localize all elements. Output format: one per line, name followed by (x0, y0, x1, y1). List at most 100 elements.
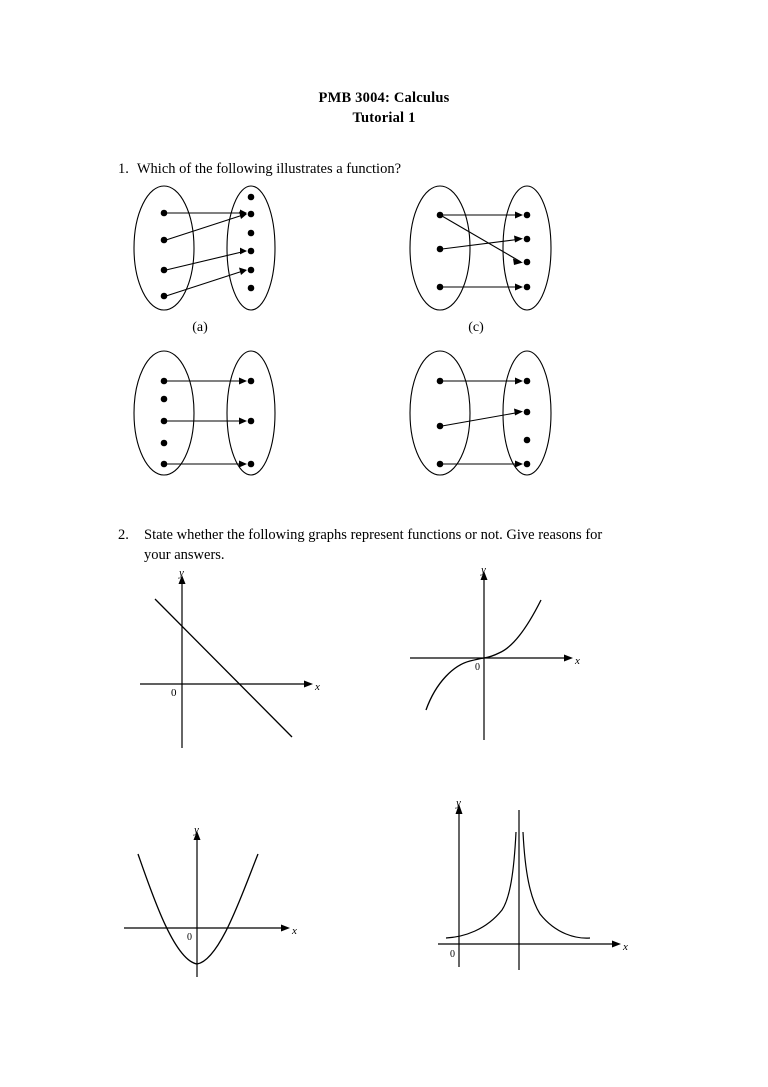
x-axis-arrowhead (564, 654, 573, 662)
arrow-3-head (239, 460, 247, 468)
y-axis-label: y (480, 564, 486, 576)
right-set-oval (502, 185, 552, 311)
arrow-4 (165, 269, 247, 297)
x-axis-label: x (574, 655, 580, 667)
title-line-1: PMB 3004: Calculus (318, 90, 450, 106)
right-dot-4 (523, 283, 531, 291)
x-axis-arrowhead (612, 940, 621, 948)
left-set-oval (409, 350, 471, 476)
diagram-bottom-left (132, 348, 282, 478)
diagram-c (408, 183, 558, 313)
right-dot-1 (247, 377, 255, 385)
arrow-2-head (239, 211, 247, 219)
document-title: PMB 3004: Calculus Tutorial 1 (0, 88, 768, 128)
left-dot-1 (160, 209, 168, 217)
diagram-a (132, 183, 282, 313)
x-axis-arrowhead (281, 924, 290, 932)
right-dot-2 (247, 210, 255, 218)
graph-asymptote: y x 0 (424, 792, 644, 972)
left-dot-3 (436, 283, 444, 291)
arrow-4-head (239, 267, 247, 275)
left-dot-3 (160, 417, 168, 425)
left-dot-3 (160, 266, 168, 274)
y-axis-label: y (455, 797, 461, 809)
graph-cubic: y x 0 (404, 562, 604, 752)
left-dot-2 (160, 395, 168, 403)
arrow-1-head (515, 211, 523, 219)
question-2-number: 2. (118, 527, 129, 543)
right-dot-3 (523, 436, 531, 444)
right-dot-2 (523, 408, 531, 416)
diagram-c-caption: (c) (468, 320, 484, 335)
x-axis-label: x (622, 941, 628, 953)
right-dot-3 (247, 460, 255, 468)
arrow-4-head (515, 283, 523, 291)
right-dot-1 (247, 193, 255, 201)
arrow-1-head (239, 377, 247, 385)
arrow-3-head (514, 235, 523, 243)
arrow-3 (165, 250, 247, 271)
origin-label: 0 (475, 662, 480, 673)
line-curve (154, 598, 293, 738)
y-axis-arrowhead (480, 571, 488, 580)
question-2: 2. State whether the following graphs re… (118, 525, 663, 565)
right-dot-3 (523, 258, 531, 266)
right-dot-3 (247, 229, 255, 237)
right-set-oval (502, 350, 552, 476)
left-set-oval (133, 350, 195, 476)
asymptote-curve-left (445, 831, 517, 939)
question-1-text: Which of the following illustrates a fun… (136, 161, 402, 177)
y-axis-label: y (193, 824, 199, 836)
left-dot-3 (436, 460, 444, 468)
y-axis-arrowhead (193, 831, 201, 840)
right-set-oval (226, 350, 276, 476)
diagram-bottom-right (408, 348, 558, 478)
left-dot-1 (436, 211, 444, 219)
left-set-oval (133, 185, 195, 311)
arrow-2 (441, 215, 522, 263)
y-axis-arrowhead (455, 804, 463, 814)
left-dot-1 (160, 377, 168, 385)
left-dot-4 (160, 439, 168, 447)
x-axis-label: x (314, 681, 320, 693)
left-set-oval (409, 185, 471, 311)
right-dot-1 (523, 377, 531, 385)
arrow-2 (165, 213, 247, 241)
graph-line: y x 0 (140, 562, 340, 752)
question-1: 1. Which of the following illustrates a f… (118, 160, 678, 179)
parabola-curve (137, 853, 259, 965)
graph-parabola: y x 0 (112, 822, 322, 982)
diagram-a-caption: (a) (192, 320, 208, 335)
left-dot-5 (160, 460, 168, 468)
left-dot-2 (160, 236, 168, 244)
right-dot-2 (247, 417, 255, 425)
arrow-3-head (515, 460, 523, 468)
right-dot-1 (523, 211, 531, 219)
origin-label: 0 (171, 687, 177, 699)
left-dot-2 (436, 245, 444, 253)
cubic-curve (425, 599, 542, 711)
left-dot-4 (160, 292, 168, 300)
arrow-2 (441, 411, 522, 427)
right-set-oval (226, 185, 276, 311)
origin-label: 0 (187, 932, 192, 943)
title-line-2: Tutorial 1 (352, 110, 416, 126)
arrow-2-head (514, 408, 523, 416)
right-dot-4 (523, 460, 531, 468)
arrow-3 (441, 238, 522, 250)
left-dot-2 (436, 422, 444, 430)
arrow-2-head (239, 417, 247, 425)
right-dot-4 (247, 247, 255, 255)
question-1-number: 1. (118, 161, 129, 177)
arrow-2-head (513, 258, 523, 265)
right-dot-5 (247, 266, 255, 274)
left-dot-1 (436, 377, 444, 385)
asymptote-curve-right (522, 831, 591, 939)
question-2-text: State whether the following graphs repre… (144, 527, 603, 543)
right-dot-6 (247, 284, 255, 292)
arrow-3-head (240, 247, 247, 255)
y-axis-arrowhead (178, 575, 186, 584)
right-dot-2 (523, 235, 531, 243)
question-2-text-line2: your answers. (144, 547, 225, 563)
